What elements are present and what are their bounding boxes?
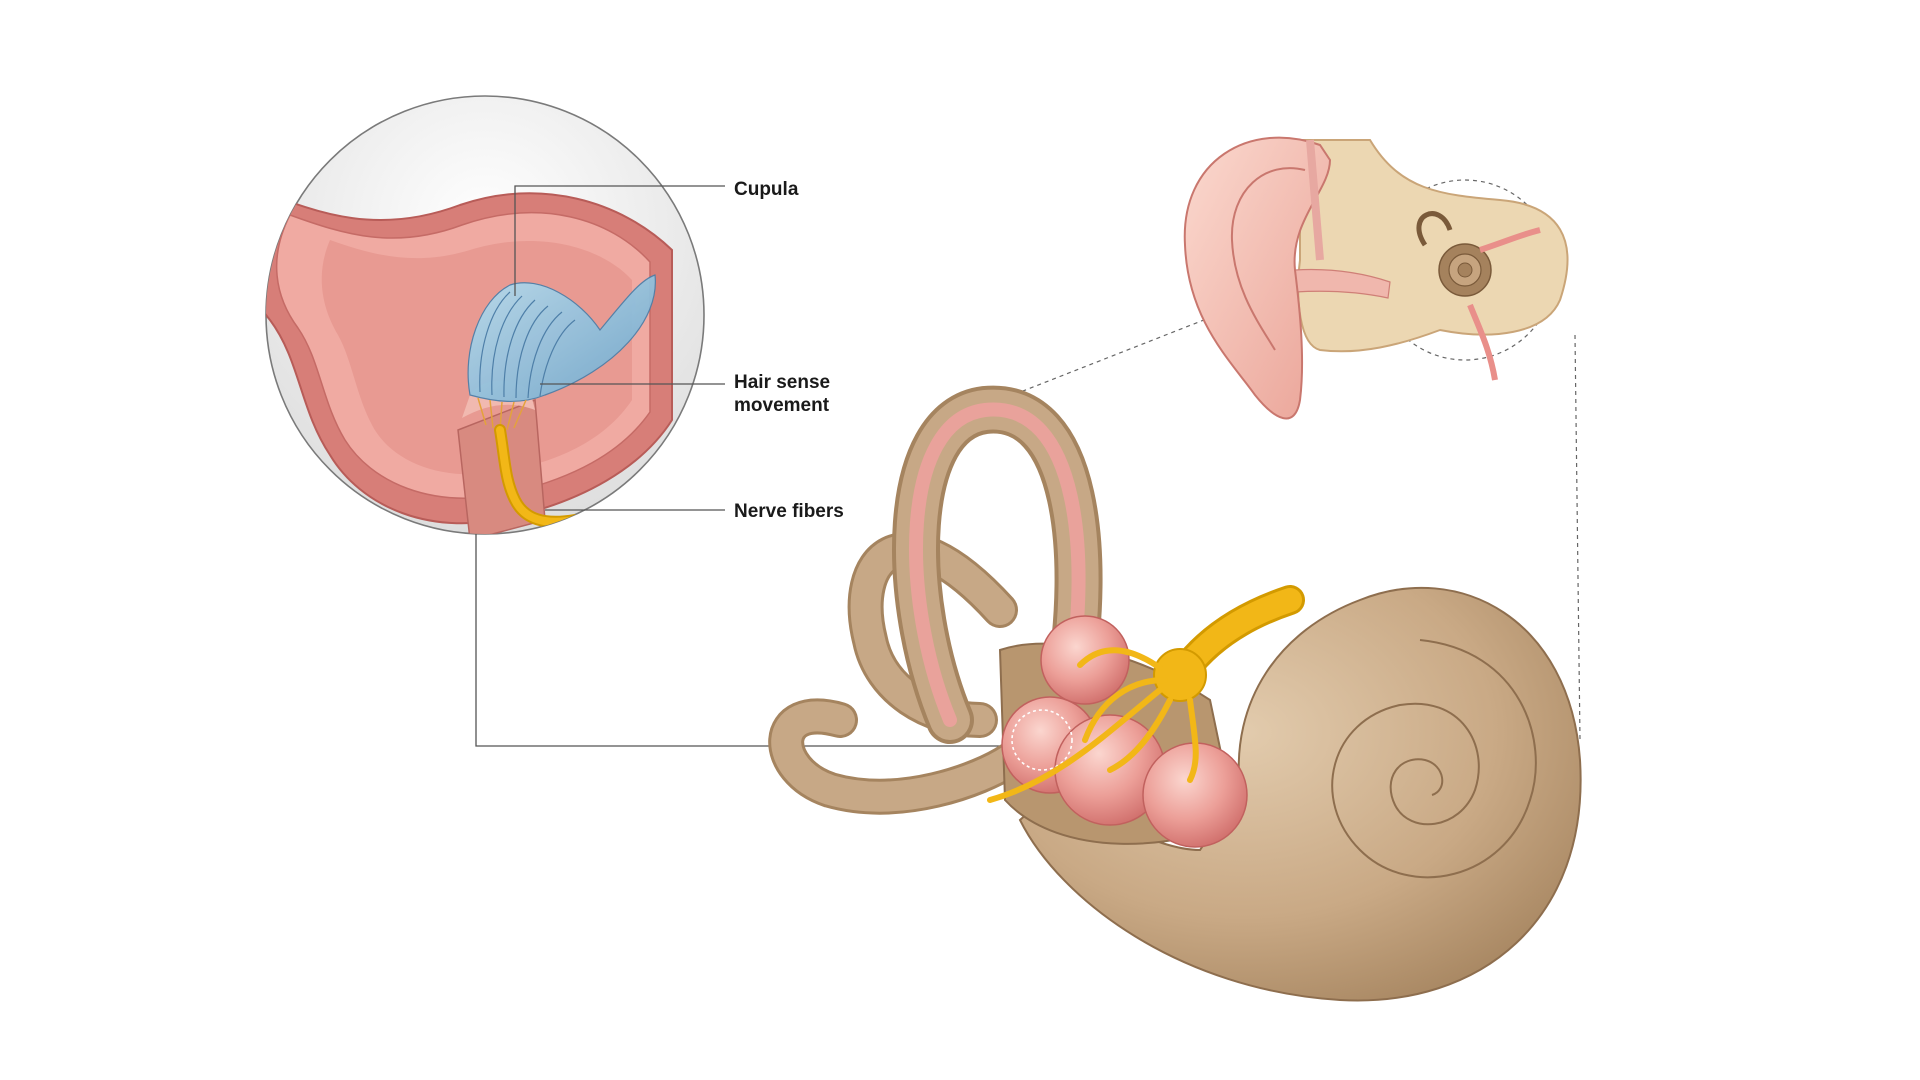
label-nerve-text: Nerve fibers <box>734 501 844 522</box>
vestibular-nerve <box>987 585 1305 803</box>
cochlea-spiral <box>1331 639 1537 879</box>
outer-ear-cross-section <box>1183 136 1569 420</box>
highlight-circle <box>1011 709 1073 771</box>
leader-cupula <box>514 185 725 296</box>
label-hair-line-1: Hair sense <box>734 372 831 393</box>
leader-lines <box>475 185 1040 747</box>
magnified-ampulla-inset <box>265 95 705 535</box>
label-hair-line-2: movement <box>734 395 830 416</box>
mini-cochlea <box>1416 211 1492 297</box>
leader-to-ampulla <box>475 534 1040 747</box>
inner-ear-labyrinth <box>768 385 1582 1002</box>
label-nerve-fibers: Nerve fibers <box>734 500 844 523</box>
label-cupula: Cupula <box>734 178 798 201</box>
label-cupula-text: Cupula <box>734 179 799 200</box>
label-hair-sense-movement: Hair sense movement <box>734 371 830 417</box>
